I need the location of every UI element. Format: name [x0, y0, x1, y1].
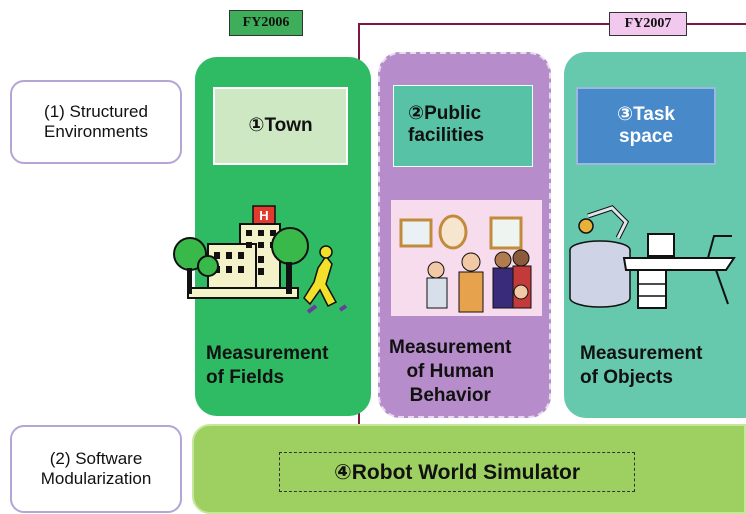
row-label-line: Environments	[44, 122, 148, 141]
measurement-line: Behavior	[409, 384, 491, 406]
town-title: ①Town	[213, 87, 348, 165]
measurement-line: Measurement	[206, 343, 329, 364]
measurement-line: Measurement	[389, 337, 512, 358]
title-line: space	[619, 126, 673, 147]
svg-text:H: H	[259, 208, 268, 223]
measurement-line: of Objects	[580, 366, 673, 388]
measurement-line: of Human	[406, 360, 495, 382]
title-line: facilities	[408, 124, 485, 146]
simulator-label: ④Robot World Simulator	[279, 452, 635, 492]
title-line: ③Task	[617, 104, 675, 126]
fy2006-tag: FY2006	[229, 10, 303, 36]
measurement-line: of Fields	[206, 366, 285, 388]
public-facilities-clipart-icon	[391, 200, 542, 316]
row-label-line: Modularization	[40, 469, 152, 488]
row-label-line: (2) Software	[49, 448, 143, 468]
task-space-clipart-icon	[569, 205, 736, 309]
town-clipart-icon: H	[173, 205, 348, 314]
fy2007-tag: FY2007	[609, 12, 687, 36]
row-label-line: (1) Structured	[44, 101, 148, 121]
measurement-line: Measurement	[580, 343, 703, 364]
town-title-text: ①Town	[248, 115, 313, 137]
simulator-bar	[192, 424, 746, 514]
title-line: ②Public	[408, 103, 482, 124]
